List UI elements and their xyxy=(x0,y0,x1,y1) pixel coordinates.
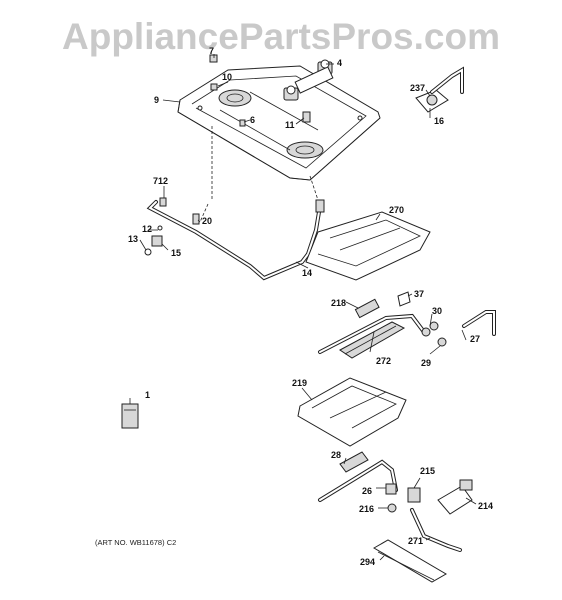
clip-part[interactable] xyxy=(397,291,411,307)
art-number-note: (ART NO. WB11678) C2 xyxy=(95,538,176,547)
callout-218: 218 xyxy=(331,298,346,308)
instructions-sheet-part[interactable] xyxy=(121,403,139,429)
callout-219: 219 xyxy=(292,378,307,388)
callout-294: 294 xyxy=(360,557,375,567)
baffle-part[interactable] xyxy=(297,377,407,447)
safety-valve-part[interactable] xyxy=(407,479,473,515)
callout-28: 28 xyxy=(331,450,341,460)
callout-237: 237 xyxy=(410,83,425,93)
callout-12: 12 xyxy=(142,224,152,234)
burner-box-part[interactable] xyxy=(177,65,381,181)
igniter-part[interactable] xyxy=(354,298,380,319)
callout-216: 216 xyxy=(359,504,374,514)
callout-14: 14 xyxy=(302,268,312,278)
callout-29: 29 xyxy=(421,358,431,368)
callout-215: 215 xyxy=(420,466,435,476)
callout-270: 270 xyxy=(389,205,404,215)
bake-burner-part[interactable] xyxy=(318,451,398,502)
orifice-part[interactable] xyxy=(421,321,447,347)
pin-part[interactable] xyxy=(192,213,200,225)
callout-712: 712 xyxy=(153,176,168,186)
callout-4: 4 xyxy=(337,58,342,68)
thermostat-part[interactable] xyxy=(415,66,464,113)
callout-271: 271 xyxy=(408,536,423,546)
bracket-part[interactable] xyxy=(302,111,311,123)
broil-burner-part[interactable] xyxy=(318,313,426,359)
screw-part[interactable] xyxy=(209,54,218,91)
callout-30: 30 xyxy=(432,306,442,316)
screw-part[interactable] xyxy=(239,119,246,127)
callout-10: 10 xyxy=(222,72,232,82)
gas-tube-part[interactable] xyxy=(410,508,462,552)
callout-11: 11 xyxy=(285,120,295,130)
tube-fitting-part[interactable] xyxy=(315,199,325,213)
thermostat-sensor-part[interactable] xyxy=(462,310,496,336)
callout-1: 1 xyxy=(145,390,150,400)
burner-shield-part[interactable] xyxy=(305,211,431,281)
callout-6: 6 xyxy=(250,115,255,125)
manifold-tube-part[interactable] xyxy=(146,200,322,281)
leader-lines xyxy=(129,54,477,561)
callout-27: 27 xyxy=(470,334,480,344)
bracket-part[interactable] xyxy=(373,539,447,583)
orifice-bracket-part[interactable] xyxy=(144,225,163,256)
callout-9: 9 xyxy=(154,95,159,105)
nut-part[interactable] xyxy=(385,483,397,495)
callout-20: 20 xyxy=(202,216,212,226)
callout-214: 214 xyxy=(478,501,493,511)
watermark-text: AppliancePartsPros.com xyxy=(62,16,500,57)
burner-valve-part[interactable] xyxy=(283,59,334,101)
callout-labels: 7 10 9 4 6 11 237 16 712 20 12 13 15 14 … xyxy=(128,46,493,567)
callout-15: 15 xyxy=(171,248,181,258)
clip-part[interactable] xyxy=(159,197,167,207)
washer-part[interactable] xyxy=(387,503,397,513)
callout-16: 16 xyxy=(434,116,444,126)
callout-13: 13 xyxy=(128,234,138,244)
callout-7: 7 xyxy=(209,46,214,56)
callout-26: 26 xyxy=(362,486,372,496)
callout-37: 37 xyxy=(414,289,424,299)
callout-272: 272 xyxy=(376,356,391,366)
